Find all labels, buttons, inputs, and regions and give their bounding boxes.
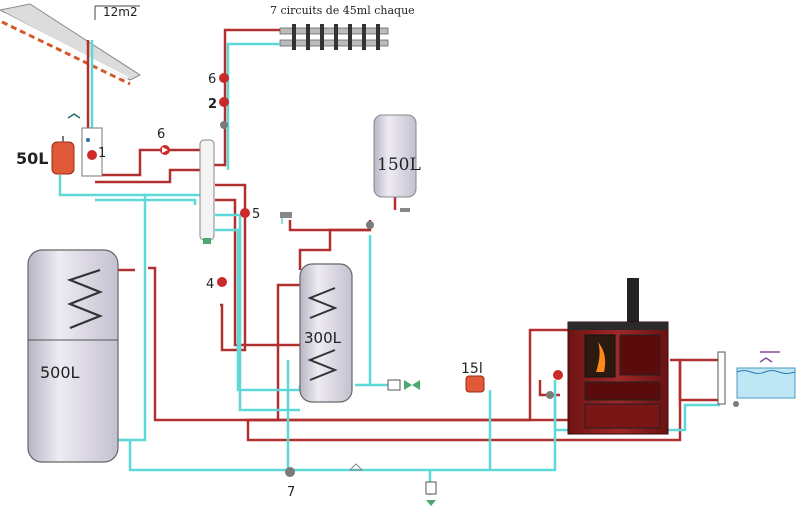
pump-1-label: 1 [98, 146, 106, 161]
expansion-vessel-50l [51, 136, 75, 175]
pump-2-label: 2 [208, 97, 217, 112]
wood-stove [567, 278, 669, 435]
pump-6-mid-label: 6 [157, 127, 165, 142]
pump-6-top-label: 6 [208, 72, 216, 87]
pump-6-mid-icon [160, 145, 170, 155]
tank-150l [373, 114, 417, 198]
tank-300l [299, 263, 353, 403]
solar-panel [0, 3, 142, 86]
tank-500-label: 500L [40, 363, 80, 382]
pump-5-label: 5 [252, 207, 260, 222]
pump-5-icon [240, 208, 250, 218]
pump-2-icon [219, 97, 229, 107]
stove-pump-icon [546, 370, 563, 399]
hydraulic-collector [199, 139, 215, 244]
thermostatic-valve-icon [366, 221, 374, 229]
hot-pipes [86, 28, 720, 442]
pool-exchanger [717, 351, 796, 407]
pump-4-icon [217, 277, 227, 287]
faucet-icon [280, 208, 410, 224]
pump-4-label: 4 [206, 277, 214, 292]
expansion-vessel-15l [465, 375, 485, 393]
floor-heating-manifold [279, 24, 389, 50]
expansion-50-label: 50L [16, 149, 48, 168]
expansion-15-label: 15l [461, 361, 483, 377]
solar-station [67, 113, 103, 177]
mixing-valve-icon [220, 121, 228, 129]
tank-300-label: 300L [304, 329, 342, 347]
check-valve-icon [348, 463, 437, 506]
pump-1-icon [87, 150, 97, 160]
panel-area-label: 12m2 [103, 5, 138, 19]
pump-7-icon [285, 467, 295, 477]
safety-valve-icon [387, 379, 420, 391]
pump-6-top-icon [219, 73, 229, 83]
circuits-label: 7 circuits de 45ml chaque [270, 4, 415, 17]
pump-7-label: 7 [287, 485, 295, 500]
tank-500l [27, 249, 119, 463]
tank-150-label: 150L [377, 155, 421, 175]
